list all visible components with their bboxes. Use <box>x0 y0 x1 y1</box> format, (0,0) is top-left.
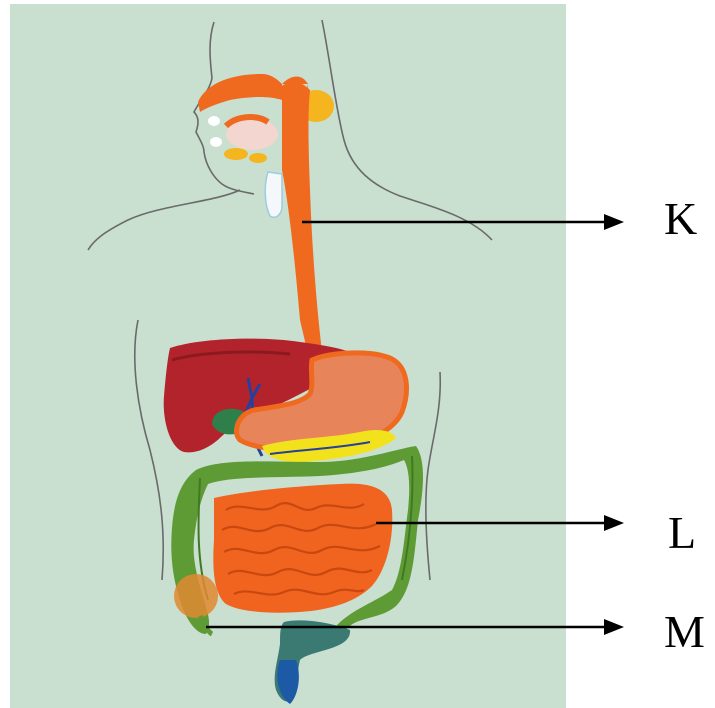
arrow-head-k <box>604 214 624 230</box>
caecum <box>174 574 218 618</box>
label-k: K <box>664 196 697 242</box>
label-l: L <box>668 510 696 556</box>
tooth-upper <box>208 116 220 126</box>
arrow-head-l <box>604 515 624 531</box>
salivary-gland-sub <box>249 153 267 163</box>
label-m: M <box>664 609 705 655</box>
tooth-lower <box>210 137 222 147</box>
arrow-head-m <box>604 619 624 635</box>
trachea <box>265 172 282 217</box>
salivary-gland-lower <box>224 148 248 160</box>
